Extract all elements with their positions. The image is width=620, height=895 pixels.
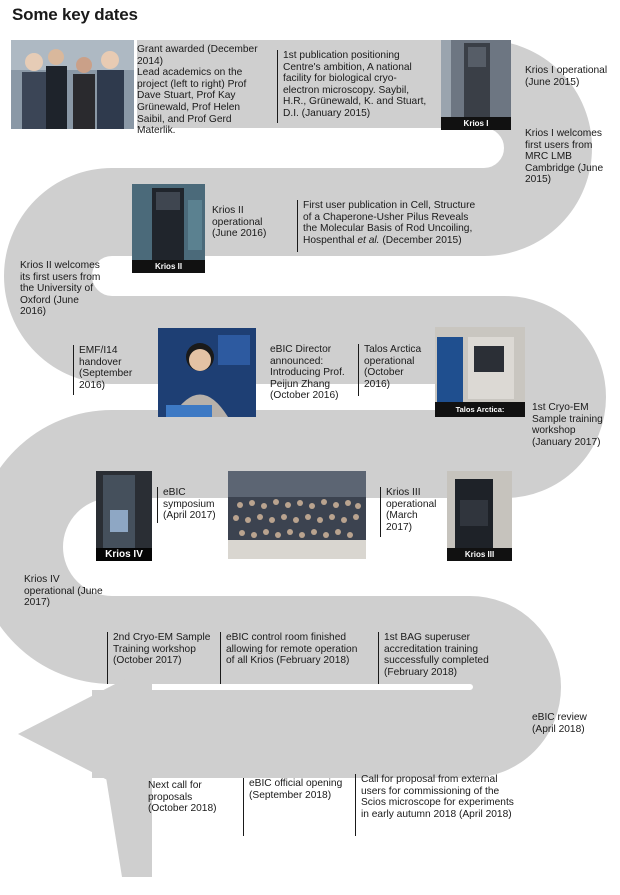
- director-photo: [158, 328, 256, 417]
- krios-4-label: Krios IV: [96, 548, 152, 561]
- event-text: Krios I operational (June 2015): [525, 65, 608, 88]
- event-text: Krios III operational (March 2017): [386, 487, 437, 533]
- event-text: Next call for proposals (October 2018): [148, 780, 217, 815]
- event-text: 1st publication positioning Centre's amb…: [283, 50, 427, 119]
- event-official-opening: eBIC official opening (September 2018): [243, 778, 349, 836]
- event-first-user-publication: First user publication in Cell, Structur…: [297, 200, 483, 252]
- event-scios-call: Call for proposal from external users fo…: [355, 774, 519, 836]
- event-text: First user publication in Cell, Structur…: [303, 200, 476, 246]
- krios-3-photo: [447, 471, 512, 561]
- krios-1-label-box: Krios I: [441, 117, 511, 130]
- event-krios-4-operational: Krios IV operational (June 2017): [24, 574, 104, 609]
- event-detail: Lead academics on the project (left to r…: [137, 67, 247, 137]
- event-krios-3-operational: Krios III operational (March 2017): [380, 487, 446, 537]
- event-text: Talos Arctica operational (October 2016): [364, 344, 422, 390]
- event-next-call: Next call for proposals (October 2018): [148, 780, 233, 815]
- event-em: et al.: [357, 234, 380, 246]
- event-control-room: eBIC control room finished allowing for …: [220, 632, 368, 684]
- event-krios-1-first-users: Krios I welcomes first users from MRC LM…: [525, 128, 610, 186]
- event-tail: (December 2015): [379, 234, 462, 246]
- event-emf-handover: EMF/I14 handover (September 2016): [73, 345, 145, 395]
- academics-photo: [11, 40, 134, 129]
- event-text: 1st Cryo-EM Sample training workshop (Ja…: [532, 402, 603, 448]
- talos-label: Talos Arctica: Training/Commissioning: [435, 402, 525, 417]
- event-text: eBIC Director announced: Introducing Pro…: [270, 344, 345, 402]
- page-title: Some key dates: [12, 5, 138, 24]
- krios-2-label: Krios II: [132, 260, 205, 273]
- event-text: Krios IV operational (June 2017): [24, 574, 103, 609]
- event-text: Call for proposal from external users fo…: [361, 774, 514, 820]
- krios-3-label: Krios III: [447, 548, 512, 561]
- krios-2-label-box: Krios II: [132, 260, 205, 273]
- event-text: Grant awarded (December 2014): [137, 44, 258, 67]
- krios-2-photo: [132, 184, 205, 273]
- event-text: Krios II operational (June 2016): [212, 205, 267, 240]
- event-text: Krios I welcomes first users from MRC LM…: [525, 128, 604, 186]
- road-arrowhead-lower: [92, 690, 152, 877]
- krios-4-label-box: Krios IV: [96, 548, 152, 561]
- krios-1-label: Krios I: [441, 117, 511, 130]
- krios-3-label-box: Krios III: [447, 548, 512, 561]
- event-krios-2-first-users: Krios II welcomes its first users from t…: [20, 260, 102, 318]
- road-path: [0, 40, 606, 778]
- event-text: Krios II welcomes its first users from t…: [20, 260, 101, 318]
- event-text: eBIC official opening (September 2018): [249, 778, 343, 801]
- event-text: 1st BAG superuser accreditation training…: [384, 632, 489, 678]
- event-ebic-review: eBIC review (April 2018): [532, 712, 612, 735]
- talos-label-box: Talos Arctica: Training/Commissioning: [435, 402, 525, 417]
- event-first-publication: 1st publication positioning Centre's amb…: [277, 50, 431, 123]
- event-text: EMF/I14 handover (September 2016): [79, 345, 133, 391]
- event-krios-2-operational: Krios II operational (June 2016): [212, 205, 287, 240]
- event-second-sample-workshop: 2nd Cryo-EM Sample Training workshop (Oc…: [107, 632, 211, 684]
- krios-4-photo: [96, 471, 152, 561]
- event-talos-operational: Talos Arctica operational (October 2016): [358, 344, 426, 396]
- symposium-photo: [228, 471, 366, 559]
- event-krios-1-operational: Krios I operational (June 2015): [517, 65, 613, 100]
- event-text: eBIC control room finished allowing for …: [226, 632, 358, 667]
- event-text: eBIC review (April 2018): [532, 712, 587, 735]
- krios-1-photo: [441, 40, 511, 130]
- event-first-sample-workshop: 1st Cryo-EM Sample training workshop (Ja…: [532, 402, 610, 448]
- event-ebic-symposium: eBIC symposium (April 2017): [157, 487, 225, 523]
- event-text: 2nd Cryo-EM Sample Training workshop (Oc…: [113, 632, 211, 667]
- event-text: eBIC symposium (April 2017): [163, 487, 216, 522]
- event-grant-awarded: Grant awarded (December 2014)Lead academ…: [137, 44, 267, 137]
- event-ebic-director: eBIC Director announced: Introducing Pro…: [270, 344, 350, 402]
- event-bag-superuser: 1st BAG superuser accreditation training…: [378, 632, 511, 684]
